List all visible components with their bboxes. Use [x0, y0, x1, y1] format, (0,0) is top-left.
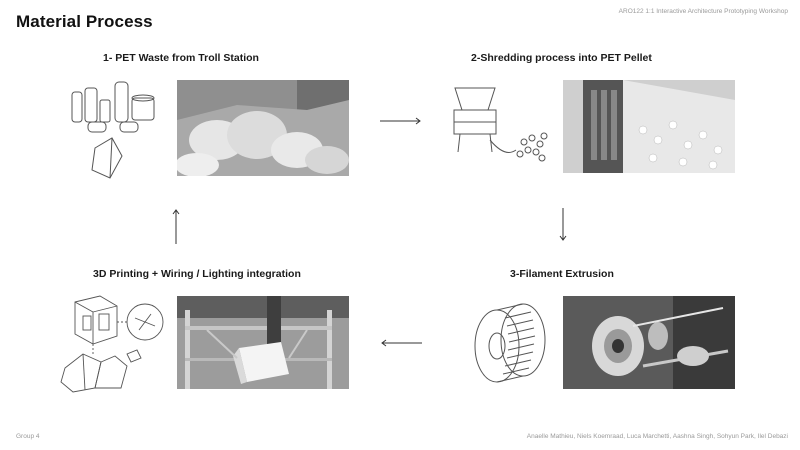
page-title: Material Process [16, 12, 153, 31]
step-2-title: 2-Shredding process into PET Pellet [471, 52, 652, 64]
printing-photo [177, 296, 349, 389]
printing-assembly-sketch [55, 292, 173, 400]
pet-waste-photo [177, 80, 349, 176]
arrow-down-icon [558, 208, 568, 244]
step-4-title: 3D Printing + Wiring / Lighting integrat… [93, 268, 301, 280]
course-label: ARO122 1:1 Interactive Architecture Prot… [618, 8, 788, 15]
arrow-left-icon [378, 338, 422, 348]
extrusion-photo [563, 296, 735, 389]
shredding-photo [563, 80, 735, 173]
pet-waste-sketch [60, 78, 170, 188]
step-1-title: 1- PET Waste from Troll Station [103, 52, 259, 64]
authors-label: Anaelle Mathieu, Niels Koemraad, Luca Ma… [526, 433, 788, 440]
filament-spool-sketch [465, 296, 555, 390]
arrow-up-icon [171, 206, 181, 244]
group-label: Group 4 [16, 433, 40, 440]
shredder-sketch [440, 80, 555, 175]
step-3-title: 3-Filament Extrusion [510, 268, 614, 280]
arrow-right-icon [380, 116, 424, 126]
